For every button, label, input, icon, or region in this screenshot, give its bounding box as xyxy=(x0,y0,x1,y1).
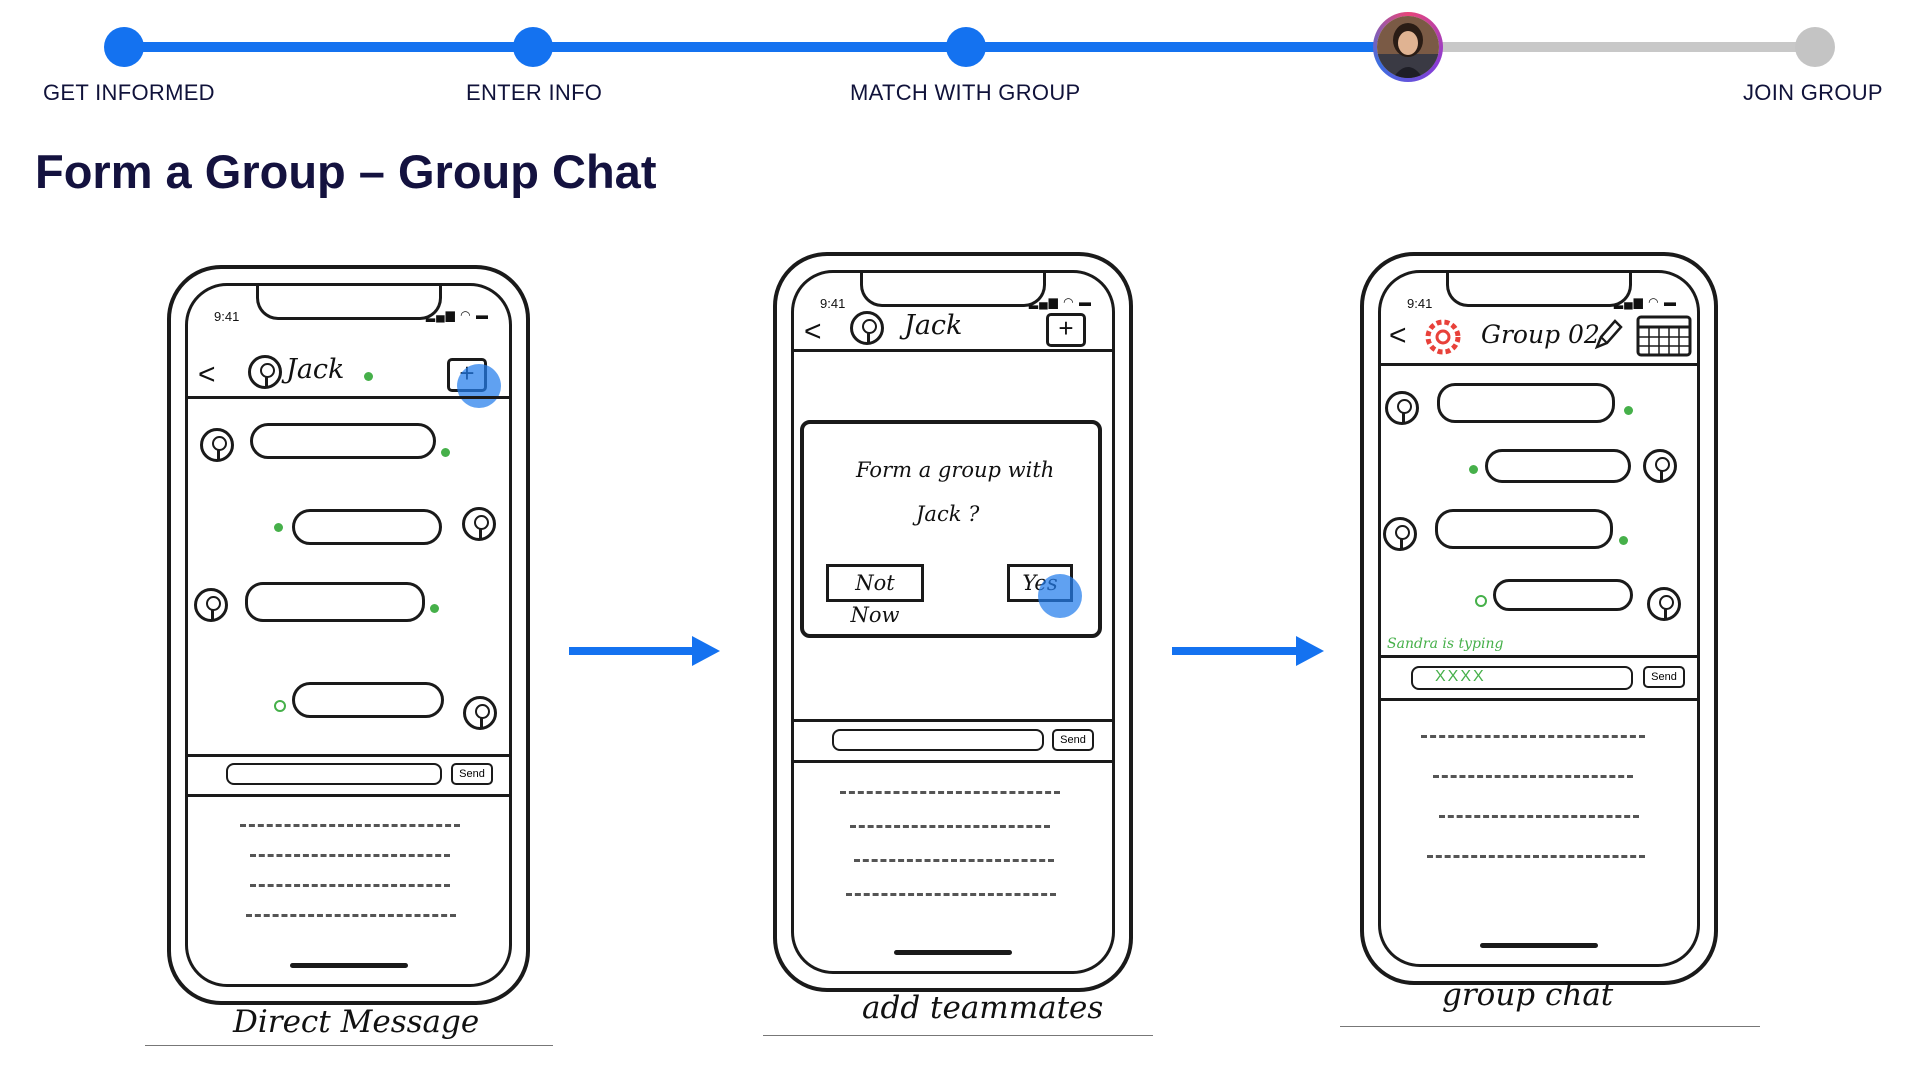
header-divider xyxy=(188,396,509,399)
step-label-match-with-group: MATCH WITH GROUP xyxy=(850,80,1081,105)
flow-arrow-icon xyxy=(569,636,720,666)
message-bubble-outgoing xyxy=(292,682,444,718)
caption-underline xyxy=(145,1045,553,1046)
phone-direct-message: 9:41 ▂▄▆ ◠ ▬ < Jack + Send xyxy=(167,265,530,1005)
status-icons: ▂▄▆ ◠ ▬ xyxy=(425,308,489,322)
phone-add-teammates: 9:41 ▂▄▆ ◠ ▬ < Jack + Form a group with … xyxy=(773,252,1133,992)
step-label-enter-info: ENTER INFO xyxy=(466,80,603,105)
caption-add-teammates: add teammates xyxy=(862,990,1104,1026)
status-time: 9:41 xyxy=(820,296,846,311)
chat-name: Group 02 xyxy=(1481,320,1600,349)
send-button[interactable]: Send xyxy=(1052,729,1094,751)
progress-track-remaining xyxy=(1408,42,1808,52)
status-time: 9:41 xyxy=(1407,296,1433,311)
message-bubble-incoming xyxy=(245,582,425,622)
message-input[interactable] xyxy=(832,729,1044,751)
tap-indicator xyxy=(1038,574,1082,618)
home-indicator xyxy=(894,950,1012,955)
tap-indicator xyxy=(457,364,501,408)
keyboard-divider xyxy=(1381,698,1697,701)
message-bubble-outgoing xyxy=(1493,579,1633,611)
message-input[interactable]: XXXX xyxy=(1411,666,1633,690)
person-icon xyxy=(1643,449,1677,483)
caption-underline xyxy=(1340,1026,1760,1027)
status-time: 9:41 xyxy=(214,309,240,324)
person-icon xyxy=(1385,391,1419,425)
phone-screen: 9:41 ▂▄▆ ◠ ▬ < Jack + Send xyxy=(185,283,512,987)
flow-arrow-icon xyxy=(1172,636,1324,666)
group-logo-icon xyxy=(1423,317,1463,357)
step-dot-join-group[interactable] xyxy=(1795,27,1835,67)
read-status-dot xyxy=(1624,406,1633,415)
message-bubble-incoming xyxy=(1437,383,1615,423)
keyboard-divider xyxy=(188,794,509,797)
calendar-icon[interactable] xyxy=(1636,315,1692,357)
send-button[interactable]: Send xyxy=(451,763,493,785)
person-icon xyxy=(1647,587,1681,621)
draft-text: XXXX xyxy=(1435,668,1486,685)
dialog-message: Form a group with xyxy=(856,458,1055,482)
message-bubble-outgoing xyxy=(1485,449,1631,483)
person-icon xyxy=(850,311,884,345)
sent-status-ring xyxy=(1475,595,1487,607)
add-icon[interactable]: + xyxy=(1046,313,1086,347)
avatar-photo xyxy=(1377,16,1439,78)
step-label-get-informed: GET INFORMED xyxy=(43,80,215,105)
read-status-dot xyxy=(1619,536,1628,545)
home-indicator xyxy=(1480,943,1598,948)
back-arrow-icon[interactable]: < xyxy=(804,315,822,348)
read-status-dot xyxy=(274,523,283,532)
message-bubble-incoming xyxy=(250,423,436,459)
home-indicator xyxy=(289,963,408,968)
header-divider xyxy=(1381,363,1697,366)
keyboard-divider xyxy=(794,760,1112,763)
input-divider xyxy=(794,719,1112,722)
message-input[interactable] xyxy=(226,763,442,785)
chat-name: Jack xyxy=(286,354,345,385)
header-divider xyxy=(794,349,1112,352)
progress-track-completed xyxy=(124,42,1408,52)
status-icons: ▂▄▆ ◠ ▬ xyxy=(1613,295,1677,309)
step-label-join-group: JOIN GROUP xyxy=(1743,80,1883,105)
typing-indicator: Sandra is typing xyxy=(1387,636,1504,652)
back-arrow-icon[interactable]: < xyxy=(1389,319,1407,352)
phone-notch xyxy=(1446,273,1632,307)
slide-title: Form a Group – Group Chat xyxy=(35,145,657,198)
read-status-dot xyxy=(430,604,439,613)
phone-notch xyxy=(860,273,1046,307)
not-now-button[interactable]: Not Now xyxy=(826,564,924,627)
step-current-avatar[interactable] xyxy=(1373,12,1443,82)
input-divider xyxy=(1381,655,1697,658)
person-icon xyxy=(194,588,228,622)
edit-pencil-icon[interactable] xyxy=(1593,317,1623,351)
read-status-dot xyxy=(1469,465,1478,474)
form-group-dialog: Form a group with Jack ? Not Now Yes xyxy=(800,420,1102,638)
message-bubble-incoming xyxy=(1435,509,1613,549)
sent-status-ring xyxy=(274,700,286,712)
phone-group-chat: 9:41 ▂▄▆ ◠ ▬ < Group 02 xyxy=(1360,252,1718,985)
step-dot-enter-info[interactable] xyxy=(513,27,553,67)
online-status-dot xyxy=(364,372,373,381)
caption-group-chat: group chat xyxy=(1442,977,1614,1013)
person-icon xyxy=(463,696,497,730)
step-dot-match-with-group[interactable] xyxy=(946,27,986,67)
dialog-message-name: Jack ? xyxy=(916,502,980,526)
person-icon xyxy=(200,428,234,462)
back-arrow-icon[interactable]: < xyxy=(198,358,216,391)
message-bubble-outgoing xyxy=(292,509,442,545)
caption-direct-message: Direct Message xyxy=(233,1004,480,1040)
status-icons: ▂▄▆ ◠ ▬ xyxy=(1028,295,1092,309)
phone-screen: 9:41 ▂▄▆ ◠ ▬ < Group 02 xyxy=(1378,270,1700,967)
phone-notch xyxy=(255,286,442,320)
send-button[interactable]: Send xyxy=(1643,666,1685,688)
read-status-dot xyxy=(441,448,450,457)
person-icon xyxy=(1383,517,1417,551)
phone-screen: 9:41 ▂▄▆ ◠ ▬ < Jack + Form a group with … xyxy=(791,270,1115,974)
step-dot-get-informed[interactable] xyxy=(104,27,144,67)
caption-underline xyxy=(763,1035,1153,1036)
input-divider xyxy=(188,754,509,757)
person-icon xyxy=(462,507,496,541)
person-icon xyxy=(248,355,282,389)
chat-name: Jack xyxy=(904,310,963,341)
